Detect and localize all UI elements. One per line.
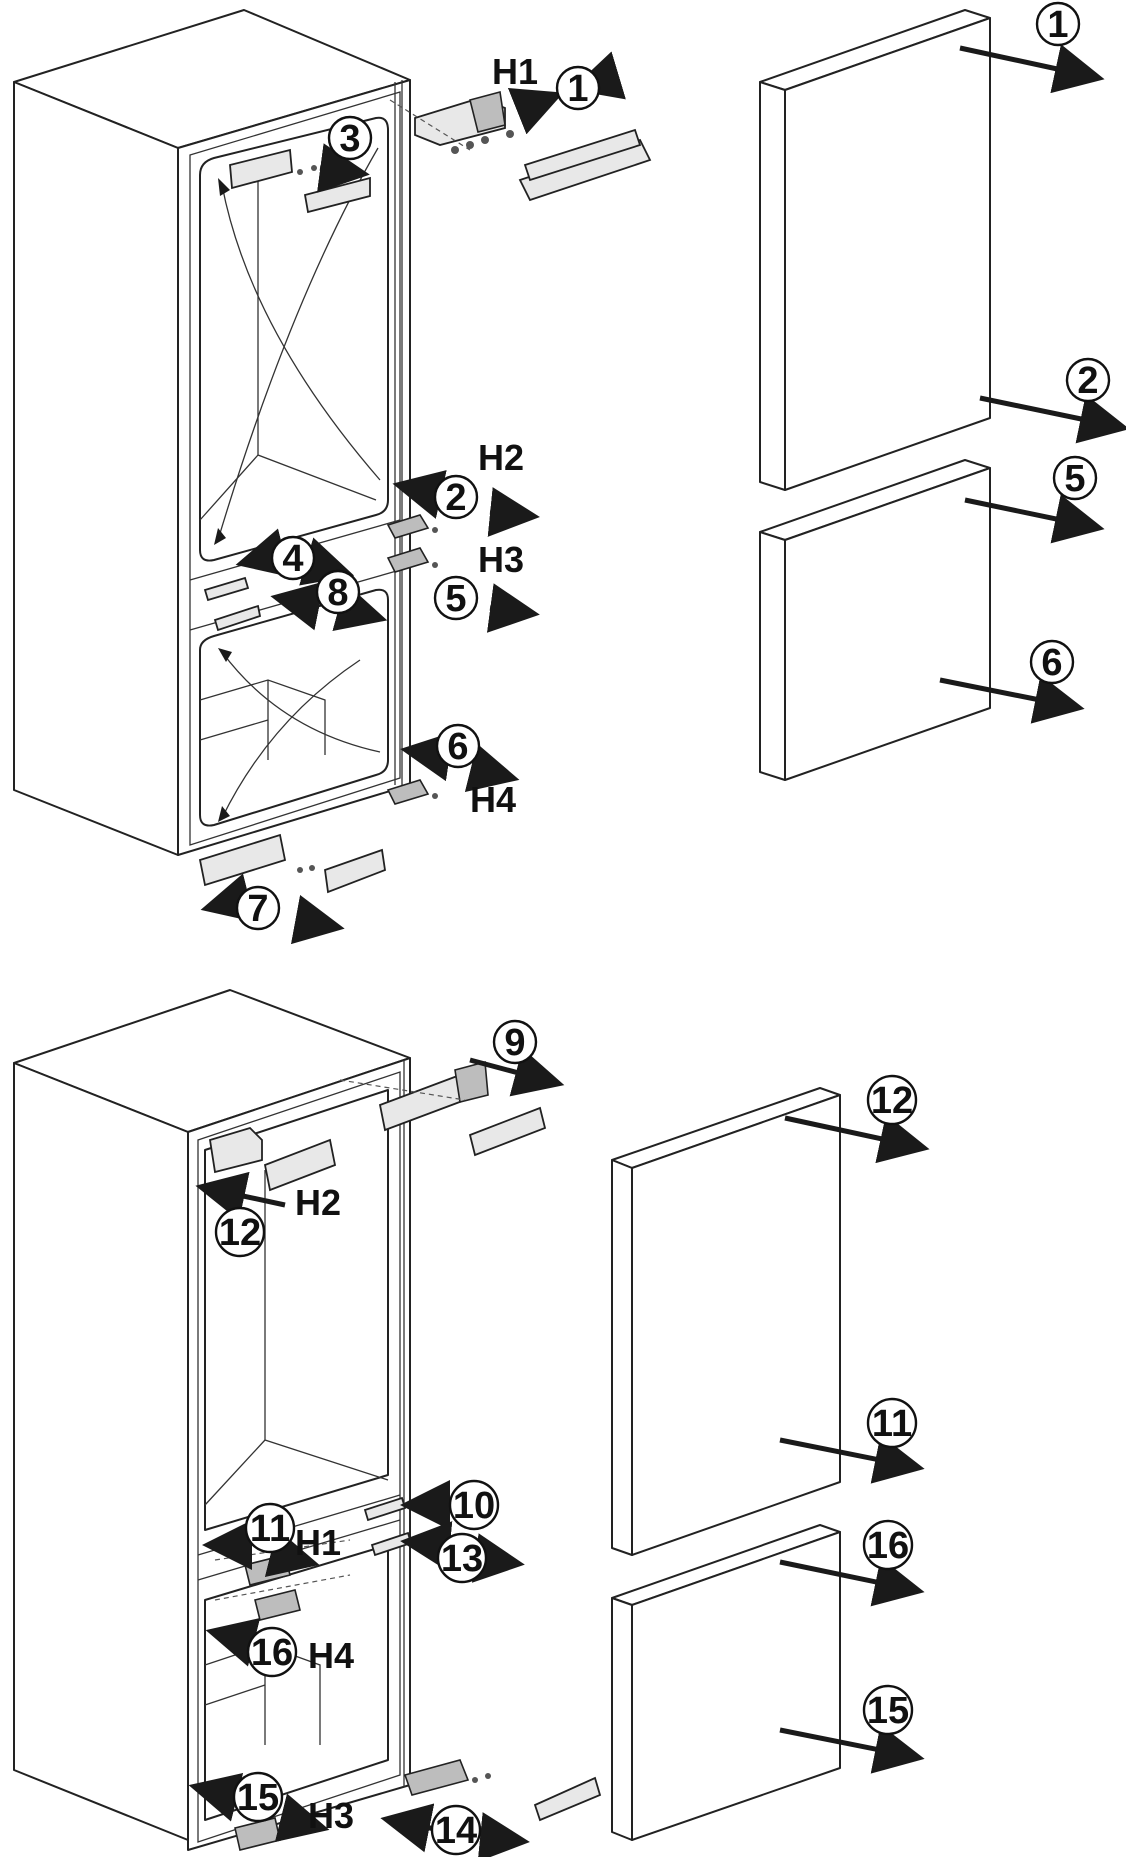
handles-mid [203, 576, 262, 632]
label-door-step-6: 6 [1041, 642, 1062, 684]
label-step-5-cabinet: 5 [445, 578, 466, 620]
label-h4-top: H4 [470, 779, 516, 820]
label-step-8: 8 [327, 572, 348, 614]
label-h1-top: H1 [492, 51, 538, 92]
swap-arrows-lower [218, 648, 381, 822]
label-step-15-cabinet: 15 [237, 1777, 279, 1819]
label-step-3: 3 [339, 118, 360, 160]
label-step-9: 9 [504, 1022, 525, 1064]
label-step-16-cabinet: 16 [251, 1632, 293, 1674]
label-step-10: 10 [453, 1485, 495, 1527]
bottom-step-labels: 9 H2 12 10 11 H1 13 16 H4 15 H3 14 12 11… [214, 1019, 918, 1856]
label-door-step-15: 15 [867, 1690, 909, 1732]
label-step-1-cabinet: 1 [567, 68, 588, 110]
label-step-13: 13 [441, 1538, 483, 1580]
label-step-4: 4 [282, 538, 303, 580]
label-door-step-5: 5 [1064, 458, 1085, 500]
door-upper-top [759, 9, 991, 491]
label-h1-bottom: H1 [295, 1522, 341, 1563]
label-door-step-2: 2 [1077, 360, 1098, 402]
label-step-6-cabinet: 6 [447, 726, 468, 768]
label-step-14: 14 [435, 1810, 477, 1852]
label-h4-bottom: H4 [308, 1635, 354, 1676]
label-door-step-16: 16 [867, 1525, 909, 1567]
label-h3-bottom: H3 [308, 1795, 354, 1836]
label-step-11-cabinet: 11 [250, 1508, 290, 1550]
label-door-step-11: 11 [872, 1403, 912, 1445]
label-h2-top: H2 [478, 437, 524, 478]
label-door-step-1: 1 [1047, 4, 1068, 46]
label-h2-bottom: H2 [295, 1182, 341, 1223]
door-upper-bottom [611, 1087, 841, 1556]
label-h3-top: H3 [478, 539, 524, 580]
door-lower-top [759, 459, 991, 781]
label-door-step-12: 12 [871, 1080, 913, 1122]
label-step-2-cabinet: 2 [445, 477, 466, 519]
door-lower-bottom [611, 1524, 841, 1841]
label-step-12-cabinet: 12 [219, 1212, 261, 1254]
bottom-bracket [198, 833, 386, 894]
top-step-labels: 1 H1 3 H2 2 4 H3 8 5 6 H4 7 1 2 5 6 [235, 1, 1111, 931]
top-cabinet [13, 9, 411, 856]
label-step-7: 7 [247, 888, 268, 930]
cover-top-right [518, 128, 652, 202]
bottom-cabinet [13, 989, 411, 1851]
arrows [188, 44, 1126, 1862]
